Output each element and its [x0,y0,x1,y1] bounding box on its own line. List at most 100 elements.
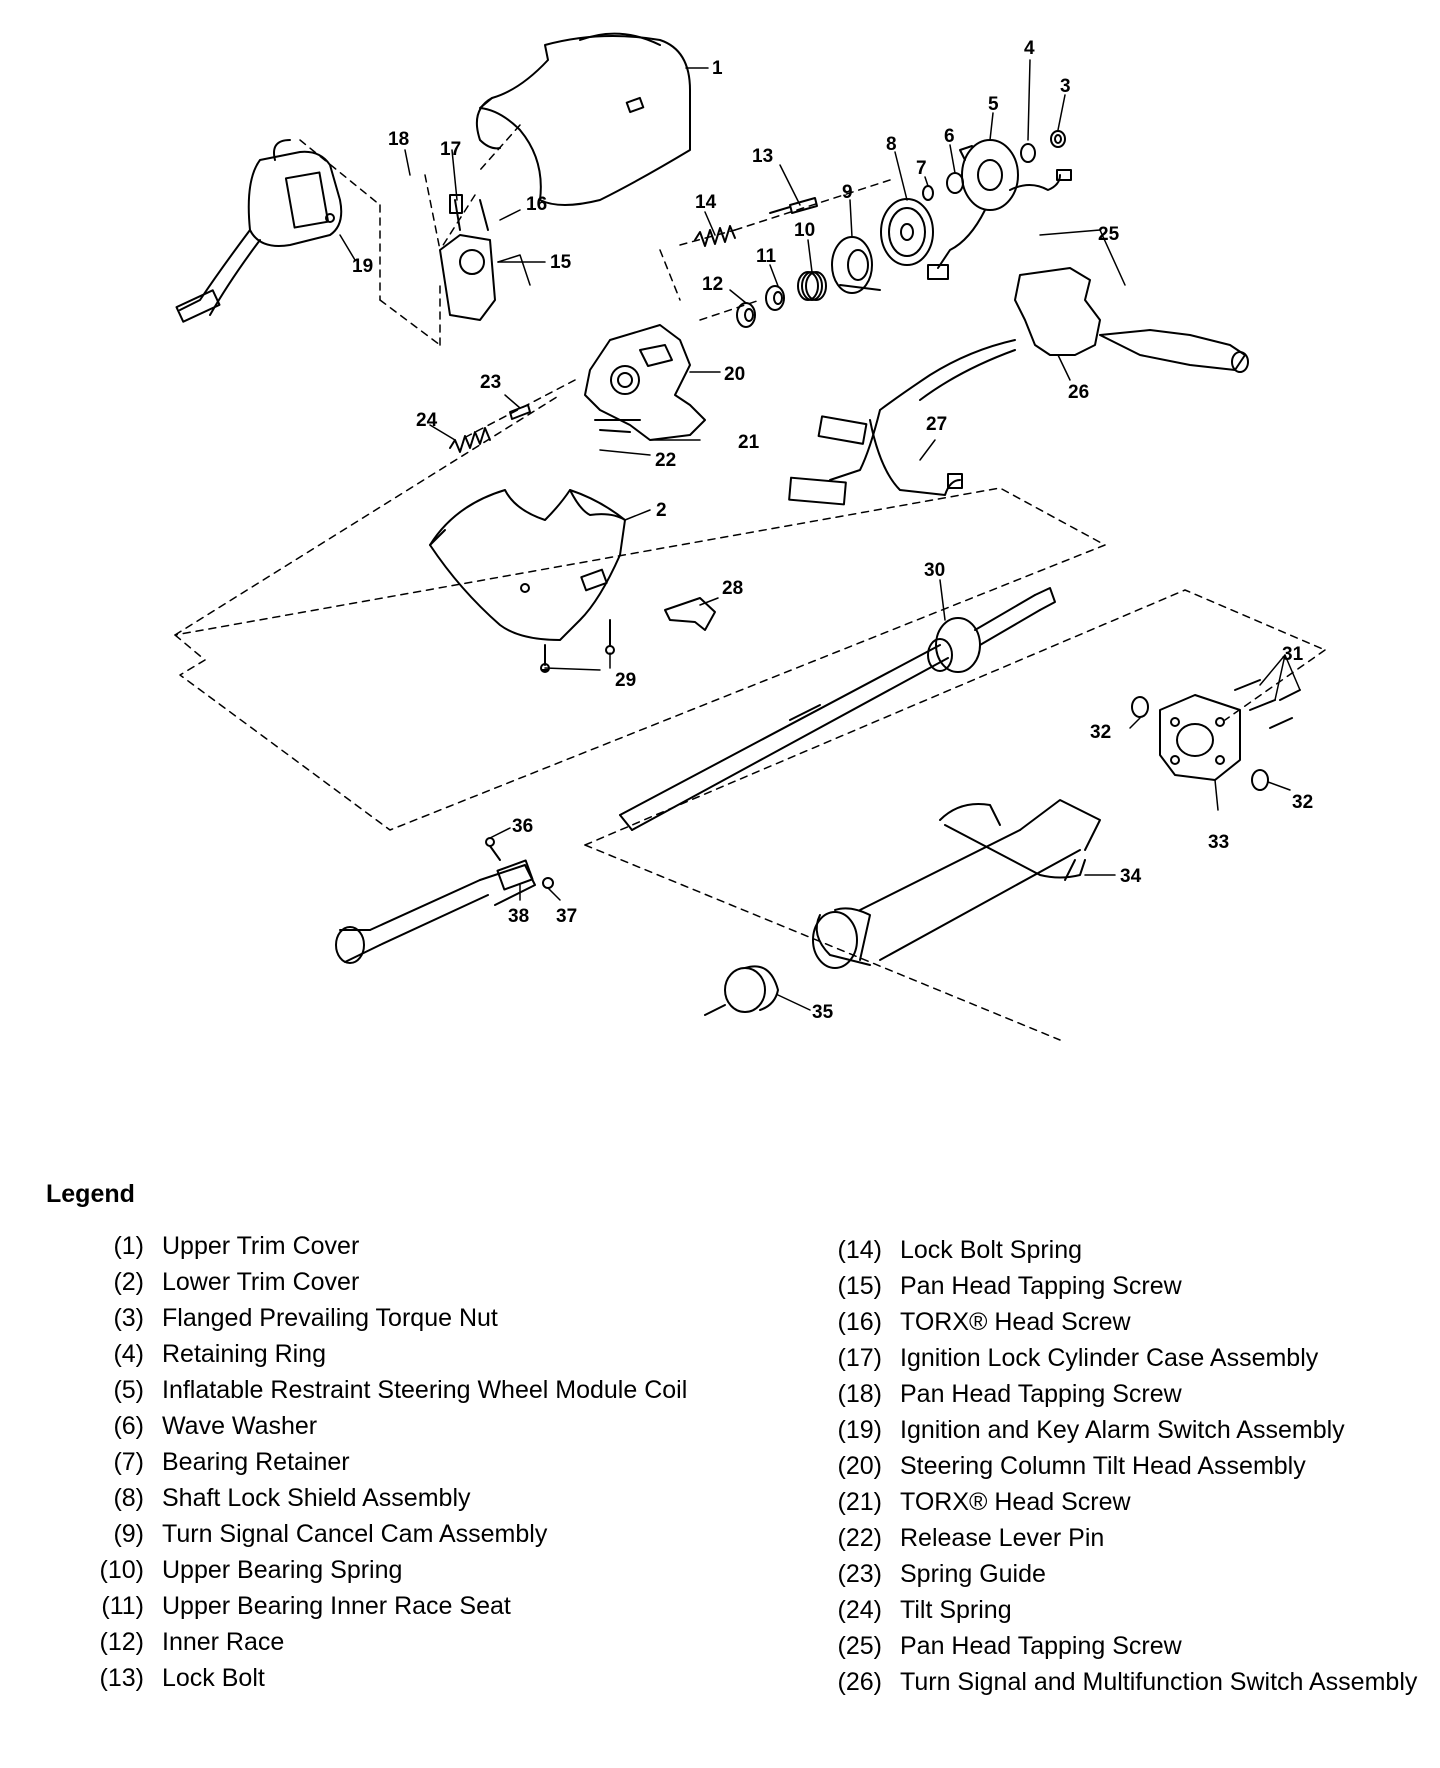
callout-23: 23 [480,372,501,393]
ignition-key-alarm-switch [175,139,343,323]
legend-item-number: (23) [837,1560,882,1588]
legend-item-text: Upper Bearing Spring [162,1556,403,1584]
callout-2: 2 [656,500,667,521]
ignition-lock-cylinder-case [439,194,496,321]
legend-item-number: (1) [113,1232,144,1260]
callout-5: 5 [988,94,999,115]
legend-item: (21) TORX® Head Screw [828,1484,1428,1520]
bolts-32 [1131,696,1269,791]
legend-item-number: (21) [837,1488,882,1516]
wave-washer [946,172,964,194]
legend-item: (18) Pan Head Tapping Screw [828,1376,1428,1412]
callout-27: 27 [926,414,947,435]
part-35 [704,965,779,1016]
legend-item-text: Retaining Ring [162,1340,326,1368]
legend-item-number: (3) [113,1304,144,1332]
legend-item-number: (16) [837,1308,882,1336]
callout-36: 36 [512,816,533,837]
legend-item-number: (4) [113,1340,144,1368]
callout-38: 38 [508,906,529,927]
legend-item: (7)Bearing Retainer [90,1444,730,1480]
inflatable-restraint-coil [927,139,1072,280]
callout-24: 24 [416,410,438,431]
legend-item-number: (19) [837,1416,882,1444]
legend-item-number: (9) [113,1520,144,1548]
callout-3: 3 [1060,76,1071,97]
callout-32-left: 32 [1090,722,1111,743]
lower-trim-cover [429,489,626,641]
legend-item-text: Spring Guide [900,1560,1046,1588]
legend-item-number: (22) [837,1524,882,1552]
legend-item: (4) Retaining Ring [90,1336,730,1372]
legend-item-text: Wave Washer [162,1412,318,1440]
legend-item: (19) Ignition and Key Alarm Switch Assemb… [828,1412,1428,1448]
legend-item-text: Inner Race [162,1628,285,1656]
callout-34: 34 [1120,866,1142,887]
legend-item: (10) Upper Bearing Spring [90,1552,730,1588]
callout-32-right: 32 [1292,792,1313,813]
legend-item-text: Inflatable Restraint Steering Wheel Modu… [162,1376,688,1404]
legend-item-number: (10) [99,1556,144,1584]
legend-item: (3) Flanged Prevailing Torque Nut [90,1300,730,1336]
legend-item: (9)Turn Signal Cancel Cam Assembly [90,1516,730,1552]
guide-box-lower-cover [174,394,1106,831]
legend-item-text: Upper Bearing Inner Race Seat [162,1592,511,1620]
legend-item-text: Release Lever Pin [900,1524,1105,1552]
legend-item-number: (25) [837,1632,882,1660]
legend-item: (6) Wave Washer [90,1408,730,1444]
callout-7: 7 [916,158,927,179]
legend-item-number: (17) [837,1344,882,1372]
legend-item: (16) TORX® Head Screw [828,1304,1428,1340]
flanged-torque-nut [1050,130,1066,148]
screws-31 [1234,679,1301,729]
callout-17: 17 [440,139,461,160]
legend-item: (24)Tilt Spring [828,1592,1428,1628]
legend-item-text: Ignition and Key Alarm Switch Assembly [900,1416,1345,1444]
inner-race [736,302,756,328]
upper-trim-cover [476,32,691,206]
legend-item-number: (11) [101,1592,144,1620]
legend-item-text: Pan Head Tapping Screw [900,1272,1182,1300]
screws-29 [540,619,615,673]
legend-item: (13)Lock Bolt [90,1660,730,1696]
callout-13: 13 [752,146,773,167]
callout-21: 21 [738,432,760,453]
part-28 [664,597,716,631]
steering-shaft [619,587,1056,831]
callout-8: 8 [886,134,897,155]
bearing-retainer [922,185,934,201]
legend-item-number: (2) [113,1268,144,1296]
legend-item-number: (13) [99,1664,144,1692]
callout-9: 9 [842,182,853,203]
legend-item-text: Shaft Lock Shield Assembly [162,1484,471,1512]
legend-item-number: (5) [113,1376,144,1404]
legend-item-text: Steering Column Tilt Head Assembly [900,1452,1306,1480]
legend-item-text: TORX® Head Screw [900,1488,1131,1516]
callout-labels: 1 2 3 4 5 6 7 8 9 10 11 12 13 14 15 16 1… [352,38,1313,1023]
callout-22: 22 [655,450,676,471]
lock-bolt [769,197,818,214]
spring-guide [509,404,531,420]
callout-30: 30 [924,560,945,581]
callout-26: 26 [1068,382,1089,403]
callout-12: 12 [702,274,723,295]
legend-item-number: (18) [837,1380,882,1408]
legend-item: (17)Ignition Lock Cylinder Case Assembly [828,1340,1428,1376]
legend-item-number: (6) [113,1412,144,1440]
callout-20: 20 [724,364,745,385]
legend-item-text: Tilt Spring [900,1596,1012,1624]
legend-item: (1)Upper Trim Cover [90,1228,730,1264]
legend-item-text: Pan Head Tapping Screw [900,1380,1182,1408]
turn-signal-cancel-cam [831,236,881,294]
callout-4: 4 [1024,38,1035,59]
legend-item-text: Lower Trim Cover [162,1268,360,1296]
legend-item-number: (8) [113,1484,144,1512]
legend-item-text: Lock Bolt Spring [900,1236,1083,1264]
legend-item-text: Bearing Retainer [162,1448,350,1476]
legend-item-text: TORX® Head Screw [900,1308,1131,1336]
callout-29: 29 [615,670,636,691]
legend-item: (15)Pan Head Tapping Screw [828,1268,1428,1304]
legend-item: (20)Steering Column Tilt Head Assembly [828,1448,1428,1484]
legend-item-text: Flanged Prevailing Torque Nut [162,1304,498,1332]
callout-10: 10 [794,220,815,241]
